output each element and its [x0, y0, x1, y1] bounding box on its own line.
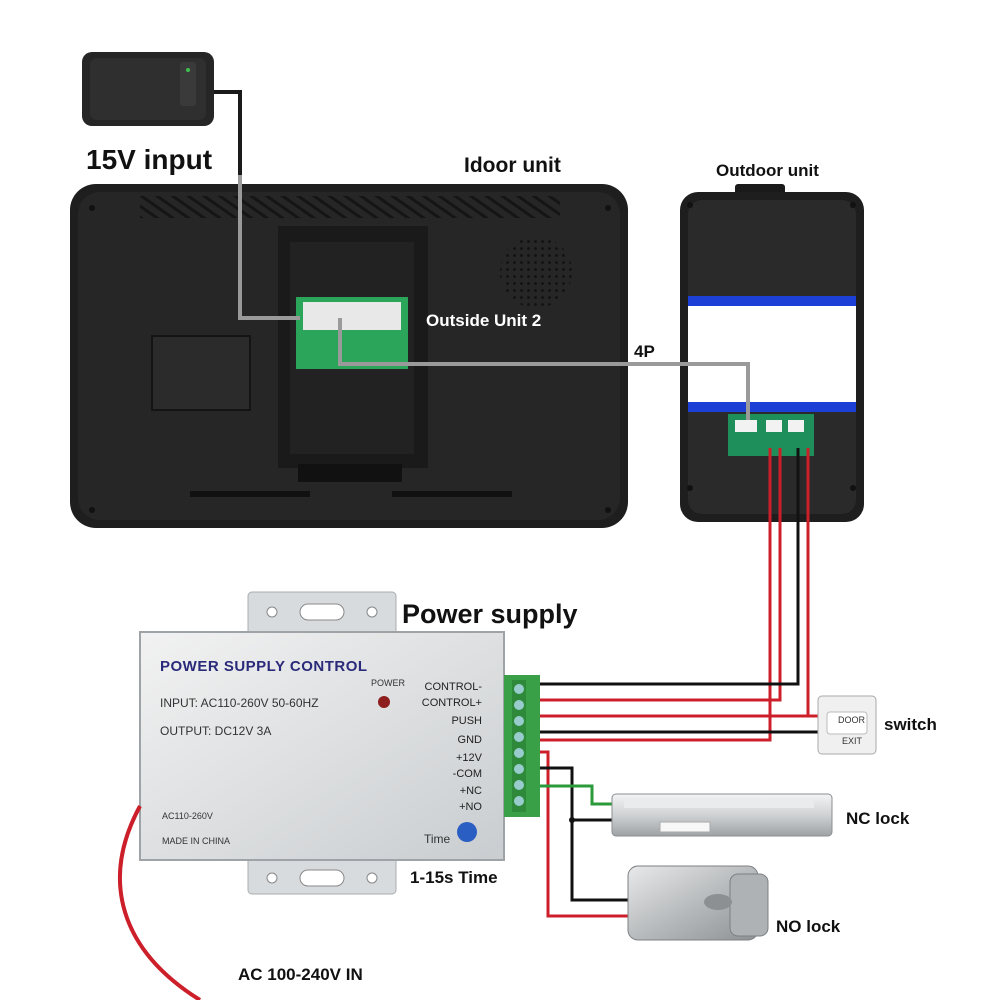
terminal-control-plus: CONTROL+ — [421, 697, 482, 709]
terminal-12v: +12V — [456, 752, 482, 764]
psu-input: INPUT: AC110-260V 50-60HZ — [160, 696, 319, 710]
psu-title: POWER SUPPLY CONTROL — [160, 658, 368, 675]
no-lock-label: NO lock — [776, 917, 841, 936]
ac-cable — [118, 805, 202, 1000]
terminal-no: +NO — [459, 801, 482, 813]
nc-lock-label: NC lock — [846, 809, 910, 828]
exit-switch — [817, 695, 877, 755]
terminal-gnd: GND — [457, 734, 482, 746]
input-15v-label: 15V input — [86, 144, 213, 175]
psu-ac-label: AC110-260V — [162, 811, 213, 821]
power-supply-label: Power supply — [402, 599, 578, 629]
exit-switch-top-text: DOOR — [838, 715, 865, 725]
psu-power-led-label: POWER — [371, 678, 406, 688]
power-supply-unit — [139, 591, 540, 895]
psu-output: OUTPUT: DC12V 3A — [160, 724, 272, 738]
power-adapter — [82, 52, 242, 175]
indoor-unit — [70, 184, 628, 528]
switch-label: switch — [884, 715, 937, 734]
indoor-unit-label: Idoor unit — [464, 154, 561, 177]
outdoor-unit-label: Outdoor unit — [716, 161, 819, 180]
outdoor-unit — [680, 184, 864, 522]
nc-lock — [611, 793, 833, 837]
terminal-push: PUSH — [451, 715, 482, 727]
terminal-control-minus: CONTROL- — [424, 681, 482, 693]
terminal-com: -COM — [452, 768, 482, 780]
no-lock — [627, 865, 769, 941]
terminal-nc: +NC — [459, 785, 482, 797]
exit-switch-bottom-text: EXIT — [842, 736, 863, 746]
cables — [238, 175, 750, 420]
time-range-label: 1-15s Time — [410, 868, 498, 887]
ac-in-label: AC 100-240V IN — [238, 965, 363, 984]
psu-made-in: MADE IN CHINA — [162, 836, 231, 846]
psu-time-label: Time — [424, 832, 451, 846]
outside-unit-2-label: Outside Unit 2 — [426, 311, 542, 330]
cable-4p-label: 4P — [634, 342, 655, 361]
wiring — [540, 448, 818, 918]
